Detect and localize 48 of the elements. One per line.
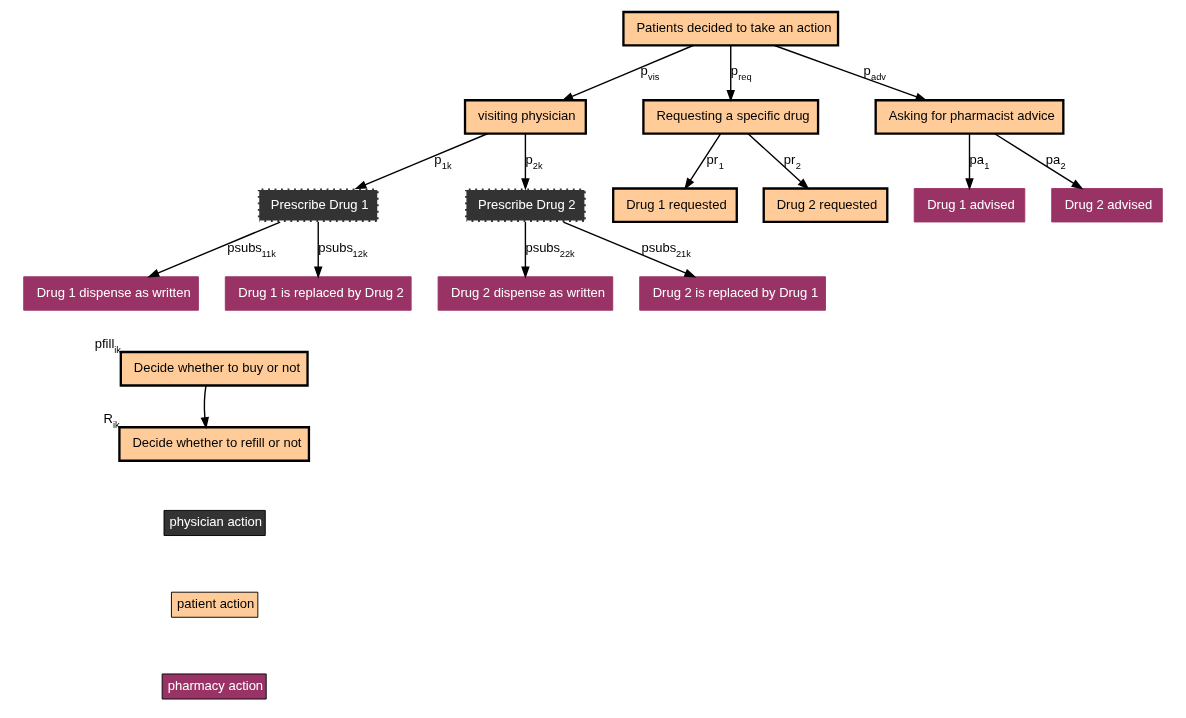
edge-label: p$_{vis}$ <box>640 63 660 83</box>
edge-label: psubs$_{12k}$ <box>318 239 368 259</box>
node-box: Drug 2 is replaced by Drug 1 <box>639 276 826 311</box>
arrow <box>965 133 974 191</box>
edge-label: p$_{1k}$ <box>434 151 452 171</box>
edge-label: pr$_{2}$ <box>783 151 801 171</box>
arrow <box>521 221 530 279</box>
arrow <box>726 44 735 103</box>
arrow <box>773 44 928 101</box>
legend-label: physician action <box>169 514 263 530</box>
arrow <box>747 133 810 190</box>
arrow <box>684 133 722 191</box>
node-box: Drug 1 is replaced by Drug 2 <box>224 276 412 311</box>
node-box: Drug 2 requested <box>762 187 889 224</box>
edge-label: psubs$_{22k}$ <box>525 239 575 259</box>
node-box: Prescribe Drug 2 <box>463 187 588 224</box>
edge-label: pa$_{2}$ <box>1045 151 1066 171</box>
edge-label: pr$_{1}$ <box>706 151 724 171</box>
node-box: Patients decided to take an action <box>622 10 840 47</box>
node-label: pfill$_{ik}$ <box>94 335 121 355</box>
node-box: Requesting a specific drug <box>642 99 820 135</box>
node-box: visiting physician <box>463 99 587 135</box>
node-box: Decide whether to buy or not <box>119 350 309 387</box>
arrow <box>147 221 281 278</box>
arrow <box>561 44 694 101</box>
node-box: Drug 1 requested <box>612 187 738 224</box>
node-box: Asking for pharmacist advice <box>874 99 1065 135</box>
node-label: R$_{ik}$ <box>103 410 120 430</box>
arrow <box>562 221 697 278</box>
edge-label: p$_{req}$ <box>730 63 752 83</box>
arrow <box>200 384 209 430</box>
arrow <box>521 133 530 191</box>
legend-label: pharmacy action <box>167 677 264 693</box>
edge-label: p$_{adv}$ <box>863 63 886 83</box>
node-box: Drug 1 advised <box>913 188 1026 223</box>
edge-label: p$_{2k}$ <box>525 151 543 171</box>
edge-label: psubs$_{11k}$ <box>227 239 276 259</box>
arrow <box>314 221 323 279</box>
edge-label: psubs$_{21k}$ <box>641 239 691 259</box>
node-box: Decide whether to refill or not <box>118 426 311 462</box>
arrow <box>354 133 489 190</box>
node-box: Drug 1 dispense as written <box>23 276 199 311</box>
node-box: Prescribe Drug 1 <box>256 187 380 224</box>
edge-label: pa$_{1}$ <box>969 151 990 171</box>
node-box: Drug 2 dispense as written <box>437 276 614 311</box>
arrow <box>994 133 1084 190</box>
legend-label: patient action <box>177 596 255 612</box>
node-box: Drug 2 advised <box>1051 188 1163 223</box>
